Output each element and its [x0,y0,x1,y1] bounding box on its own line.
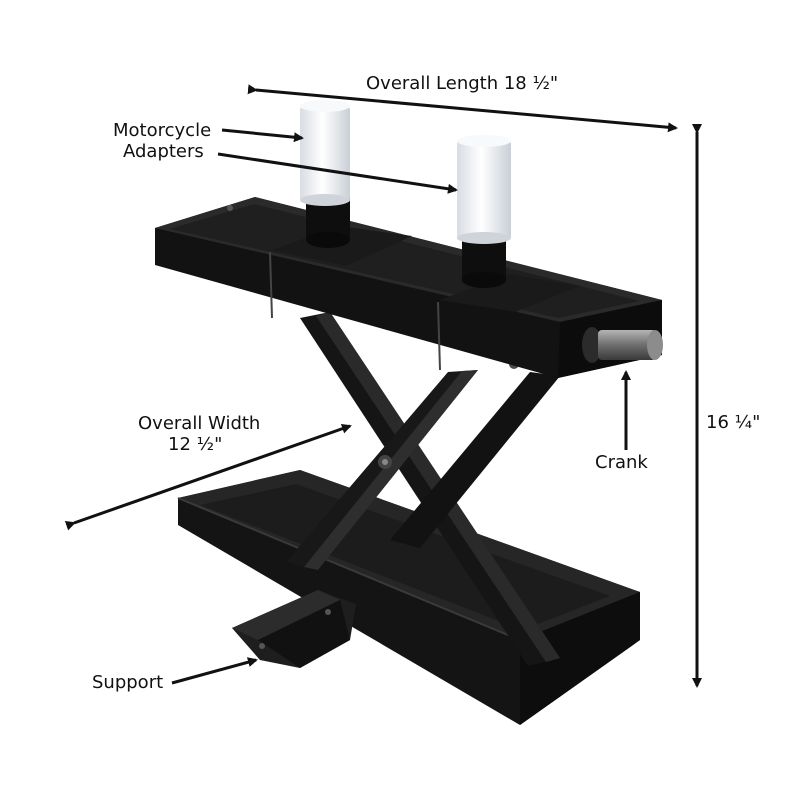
motorcycle-adapter-right [457,135,511,288]
overall-length-label: Overall Length 18 ½" [366,73,559,94]
adapters-label-line2: Adapters [123,141,204,162]
adapter-arrow-2 [217,152,458,194]
width-label-line2: 12 ½" [168,434,223,455]
crank-handle [582,327,663,363]
height-label: 16 ¼" [706,412,761,433]
support-plate [232,590,356,668]
base-frame [177,470,640,725]
motorcycle-adapters-label: Motorcycle Adapters [113,120,211,162]
support-label: Support [92,672,164,693]
length-arrow [247,84,678,133]
overall-width-label: Overall Width 12 ½" [138,413,260,455]
width-label-line1: Overall Width [138,413,261,434]
adapters-label-line1: Motorcycle [113,120,212,141]
width-arrow [64,423,352,531]
crank-label: Crank [595,452,648,473]
dimension-arrows [64,84,702,688]
support-arrow [171,657,258,685]
adapter-arrow-1 [221,128,304,143]
